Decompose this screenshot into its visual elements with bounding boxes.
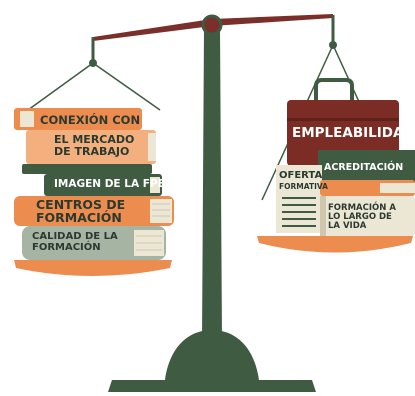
label-conexion-con: CONEXIÓN CON bbox=[40, 113, 141, 127]
label-acreditacion: ACREDITACIÓN bbox=[324, 162, 404, 173]
label-empleabilidad: EMPLEABILIDAD bbox=[292, 125, 415, 141]
label-formativa: FORMATIVA bbox=[279, 182, 328, 191]
label-imagen-fpe: IMAGEN DE LA FPE bbox=[54, 178, 165, 190]
label-mercado-de-trabajo: EL MERCADO DE TRABAJO bbox=[54, 133, 135, 158]
label-centros-de-formacion: CENTROS DE FORMACIÓN bbox=[36, 197, 126, 226]
label-calidad-de-la-formacion: CALIDAD DE LA FORMACIÓN bbox=[32, 231, 118, 253]
label-formacion-a-lo-largo-de-la-vida: FORMACIÓN A LO LARGO DE LA VIDA bbox=[328, 203, 396, 231]
book-stack-icon bbox=[14, 108, 174, 260]
label-oferta: OFERTA bbox=[279, 170, 323, 181]
